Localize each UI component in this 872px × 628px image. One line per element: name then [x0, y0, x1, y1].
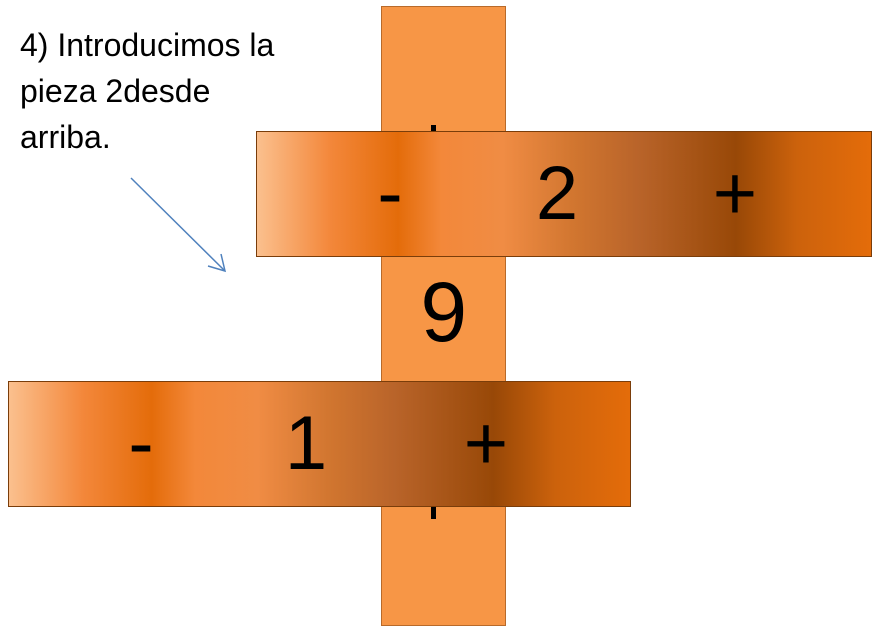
piece-2[interactable]: - 2 + — [256, 131, 872, 257]
vertical-piece-label: 6 — [420, 265, 468, 359]
piece-1-plus: + — [463, 401, 509, 486]
step-caption: 4) Introducimos la pieza 2desde arriba. — [20, 27, 275, 155]
piece-2-minus: - — [377, 151, 403, 236]
piece-1-minus: - — [128, 401, 154, 486]
piece-1[interactable]: - 1 + — [8, 381, 631, 507]
piece-2-plus: + — [712, 151, 758, 236]
piece-2-number: 2 — [535, 151, 579, 236]
piece-1-number: 1 — [284, 401, 328, 486]
vertical-piece[interactable]: 6 — [381, 6, 506, 626]
vertical-piece-bottom-mark — [431, 507, 436, 519]
